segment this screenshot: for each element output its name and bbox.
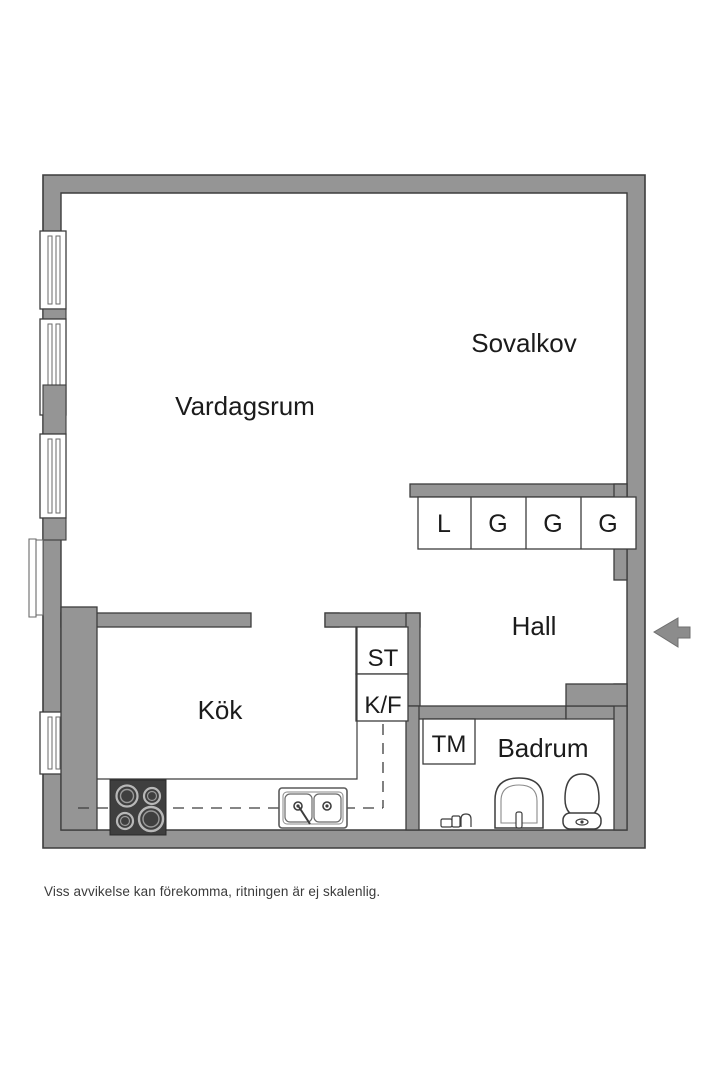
closet-label-g2: G xyxy=(543,510,562,538)
closet-row: L G G G xyxy=(417,496,637,550)
floor-drain-icon xyxy=(440,813,472,828)
room-label-badrum: Badrum xyxy=(497,733,588,763)
closet-label-l: L xyxy=(437,510,451,538)
stove-icon xyxy=(109,779,167,836)
wall-pier-left-1 xyxy=(42,384,67,435)
window-group xyxy=(28,230,67,775)
window-living-1 xyxy=(39,230,67,310)
interior-walls xyxy=(60,483,628,831)
toilet-icon xyxy=(562,773,602,830)
sink-icon xyxy=(278,787,348,829)
box-label-kf: K/F xyxy=(364,692,401,719)
balcony-door-living xyxy=(28,538,44,618)
wall-badrum-left xyxy=(405,705,420,831)
closet-label-g1: G xyxy=(488,510,507,538)
wall-pier-left-2 xyxy=(42,517,67,541)
box-label-st: ST xyxy=(368,645,399,672)
room-label-hall: Hall xyxy=(512,611,557,641)
bathroom-fixtures xyxy=(440,773,602,830)
room-labels: Vardagsrum Sovalkov Kök Hall Badrum xyxy=(175,328,588,763)
wall-badrum-top xyxy=(405,705,567,720)
storage-boxes: ST K/F xyxy=(355,626,409,722)
room-label-kok: Kök xyxy=(198,695,244,725)
washbasin-icon xyxy=(494,777,544,829)
washing-machine-box: TM xyxy=(422,718,476,765)
plan-caption: Viss avvikelse kan förekomma, ritningen … xyxy=(44,884,381,899)
kitchen-counter xyxy=(78,627,384,836)
closet-label-g3: G xyxy=(598,510,617,538)
window-mullion-1 xyxy=(42,308,67,320)
box-label-tm: TM xyxy=(432,731,467,758)
wall-sovalkov-bottom xyxy=(409,483,628,498)
room-label-sovalkov: Sovalkov xyxy=(471,328,577,358)
window-living-3 xyxy=(39,433,67,519)
wall-entry-notch xyxy=(565,683,628,707)
room-label-vardagsrum: Vardagsrum xyxy=(175,391,315,421)
wall-kitchen-left-pier xyxy=(60,606,98,831)
entrance-arrow xyxy=(653,617,691,648)
